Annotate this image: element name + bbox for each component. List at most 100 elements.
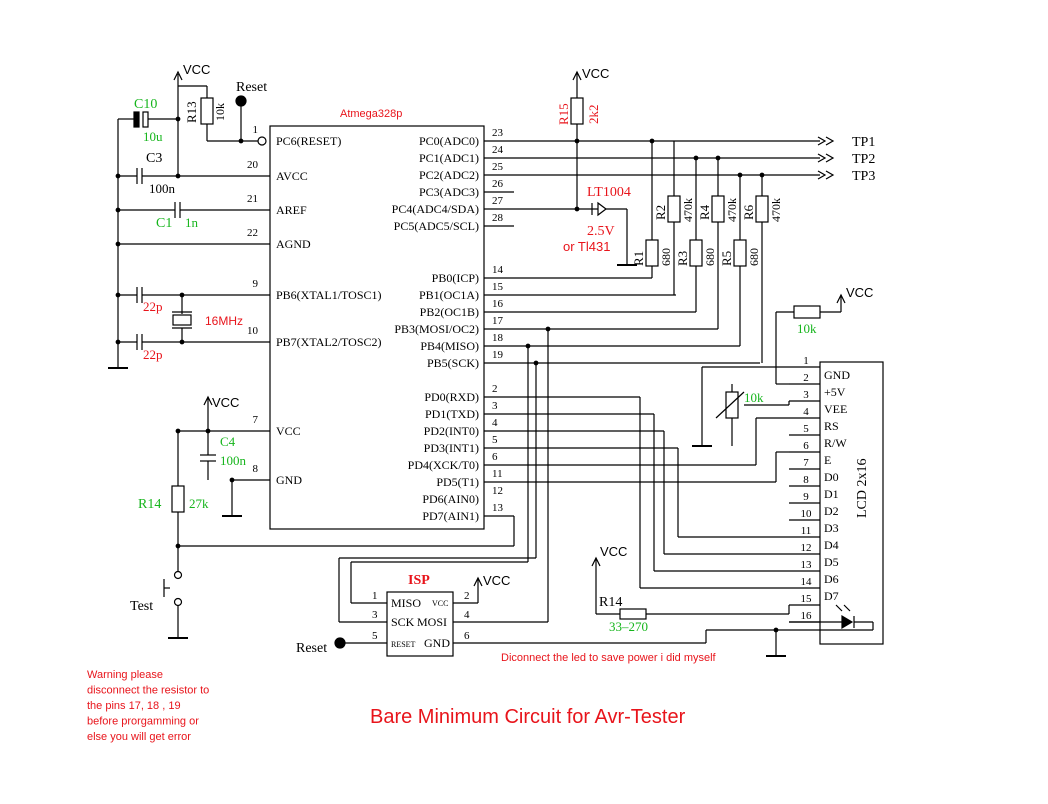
isp-pin-number: 6 (464, 630, 470, 642)
r14-backlight-resistor (619, 608, 647, 620)
r14-backlight-value: 33–270 (609, 619, 648, 634)
pin-label: AREF (276, 203, 307, 217)
c1-value: 1n (185, 215, 199, 230)
pin-label: PD2(INT0) (424, 424, 479, 438)
isp-reset-terminal (334, 637, 346, 649)
isp-connector (386, 591, 454, 657)
vcc-label: VCC (582, 66, 609, 81)
lcd-pin-label: D1 (824, 487, 839, 501)
pin-number: 2 (492, 383, 498, 395)
pin-label: PD5(T1) (436, 475, 479, 489)
r5-label: R5 (719, 251, 734, 266)
r14-backlight-label: R14 (599, 595, 622, 610)
pin-label: PD1(TXD) (425, 407, 479, 421)
lcd-pin-label: VEE (824, 402, 847, 416)
lcd-pin-label: +5V (824, 385, 846, 399)
vcc-label: VCC (183, 62, 210, 77)
r5-value: 680 (747, 248, 761, 266)
lcd-pin-number: 1 (803, 355, 809, 367)
r15-value: 2k2 (586, 105, 601, 125)
crystal (172, 314, 192, 326)
pin-number: 9 (253, 278, 259, 290)
r2-value: 470k (681, 198, 695, 222)
r3-label: R3 (675, 251, 690, 266)
pin-label: PC0(ADC0) (419, 134, 479, 148)
lcd-pin-number: 6 (803, 440, 809, 452)
pin-label: PD4(XCK/T0) (408, 458, 479, 472)
lcd-pin-number: 12 (801, 542, 812, 554)
wires (108, 70, 884, 657)
lcd-pin-label: D7 (824, 589, 839, 603)
reset-terminal (235, 95, 247, 107)
vcc-label: VCC (846, 285, 873, 300)
pin-label: PB7(XTAL2/TOSC2) (276, 335, 382, 349)
lcd-pin-label: D0 (824, 470, 839, 484)
pin-number: 15 (492, 281, 504, 293)
lt1004-label: LT1004 (587, 185, 631, 200)
crystal-label: 16MHz (205, 314, 243, 328)
tp2-label: TP2 (852, 152, 875, 167)
isp-pin-number: 3 (372, 609, 378, 621)
c10-label: C10 (134, 97, 157, 112)
r5-resistor (733, 239, 747, 267)
warning-note: the pins 17, 18 , 19 (87, 700, 181, 712)
pin-label: PD3(INT1) (424, 441, 479, 455)
r6-value: 470k (769, 198, 783, 222)
lcd-pin-number: 9 (803, 491, 809, 503)
isp-sck: SCK (391, 615, 415, 629)
pin-label: PD0(RXD) (424, 390, 479, 404)
pot-value: 10k (744, 390, 764, 405)
lcd-pin-label: D2 (824, 504, 839, 518)
pin-number: 1 (253, 124, 259, 136)
pin-number: 21 (247, 193, 258, 205)
pin-number: 27 (492, 195, 504, 207)
pin-number: 12 (492, 485, 503, 497)
r1-label: R1 (631, 251, 646, 266)
pin-label: PB2(OC1B) (420, 305, 479, 319)
pin-number: 7 (253, 414, 259, 426)
isp-pin-number: 4 (464, 609, 470, 621)
warning-note: before prorgamming or (87, 716, 199, 728)
pin-label: PB6(XTAL1/TOSC1) (276, 288, 382, 302)
isp-pin-number: 2 (464, 590, 470, 602)
pin-label: AGND (276, 237, 311, 251)
pin-label: PC2(ADC2) (419, 168, 479, 182)
c1-label: C1 (156, 216, 172, 231)
lcd-pin-number: 8 (803, 474, 809, 486)
pin-number: 20 (247, 159, 259, 171)
pin-number: 13 (492, 502, 504, 514)
pin-number: 11 (492, 468, 503, 480)
chip-body (269, 125, 485, 530)
chip-name: Atmega328p (340, 108, 402, 120)
r15-resistor (570, 97, 584, 125)
test-label: Test (130, 599, 153, 614)
r13-label: R13 (184, 101, 199, 123)
isp-label: ISP (408, 573, 430, 588)
pin-label: GND (276, 473, 302, 487)
c4-value: 100n (220, 453, 247, 468)
r10k-value: 10k (797, 321, 817, 336)
warning-note: else you will get error (87, 731, 191, 743)
vcc-label: VCC (600, 544, 627, 559)
r2-resistor (667, 195, 681, 223)
r15-label: R15 (556, 103, 571, 125)
pin-label: PB4(MISO) (420, 339, 479, 353)
r13-value: 10k (213, 103, 227, 121)
pin-number: 17 (492, 315, 504, 327)
r13-resistor (200, 97, 214, 125)
vcc-label: VCC (212, 395, 239, 410)
pin-label: PB5(SCK) (427, 356, 479, 370)
r4-resistor (711, 195, 725, 223)
pot-10k (725, 391, 739, 419)
pin-label: PC6(RESET) (276, 134, 341, 148)
lcd-pin-label: R/W (824, 436, 847, 450)
isp-vcc: VCC (432, 599, 448, 608)
pin-number: 16 (492, 298, 504, 310)
lcd-pin-label: D4 (824, 538, 839, 552)
warning-note: disconnect the resistor to (87, 685, 209, 697)
pin-label: PC1(ADC1) (419, 151, 479, 165)
pin-number: 3 (492, 400, 498, 412)
c-22p-label: 22p (143, 347, 163, 362)
pin-number: 5 (492, 434, 498, 446)
r4-label: R4 (697, 204, 712, 220)
